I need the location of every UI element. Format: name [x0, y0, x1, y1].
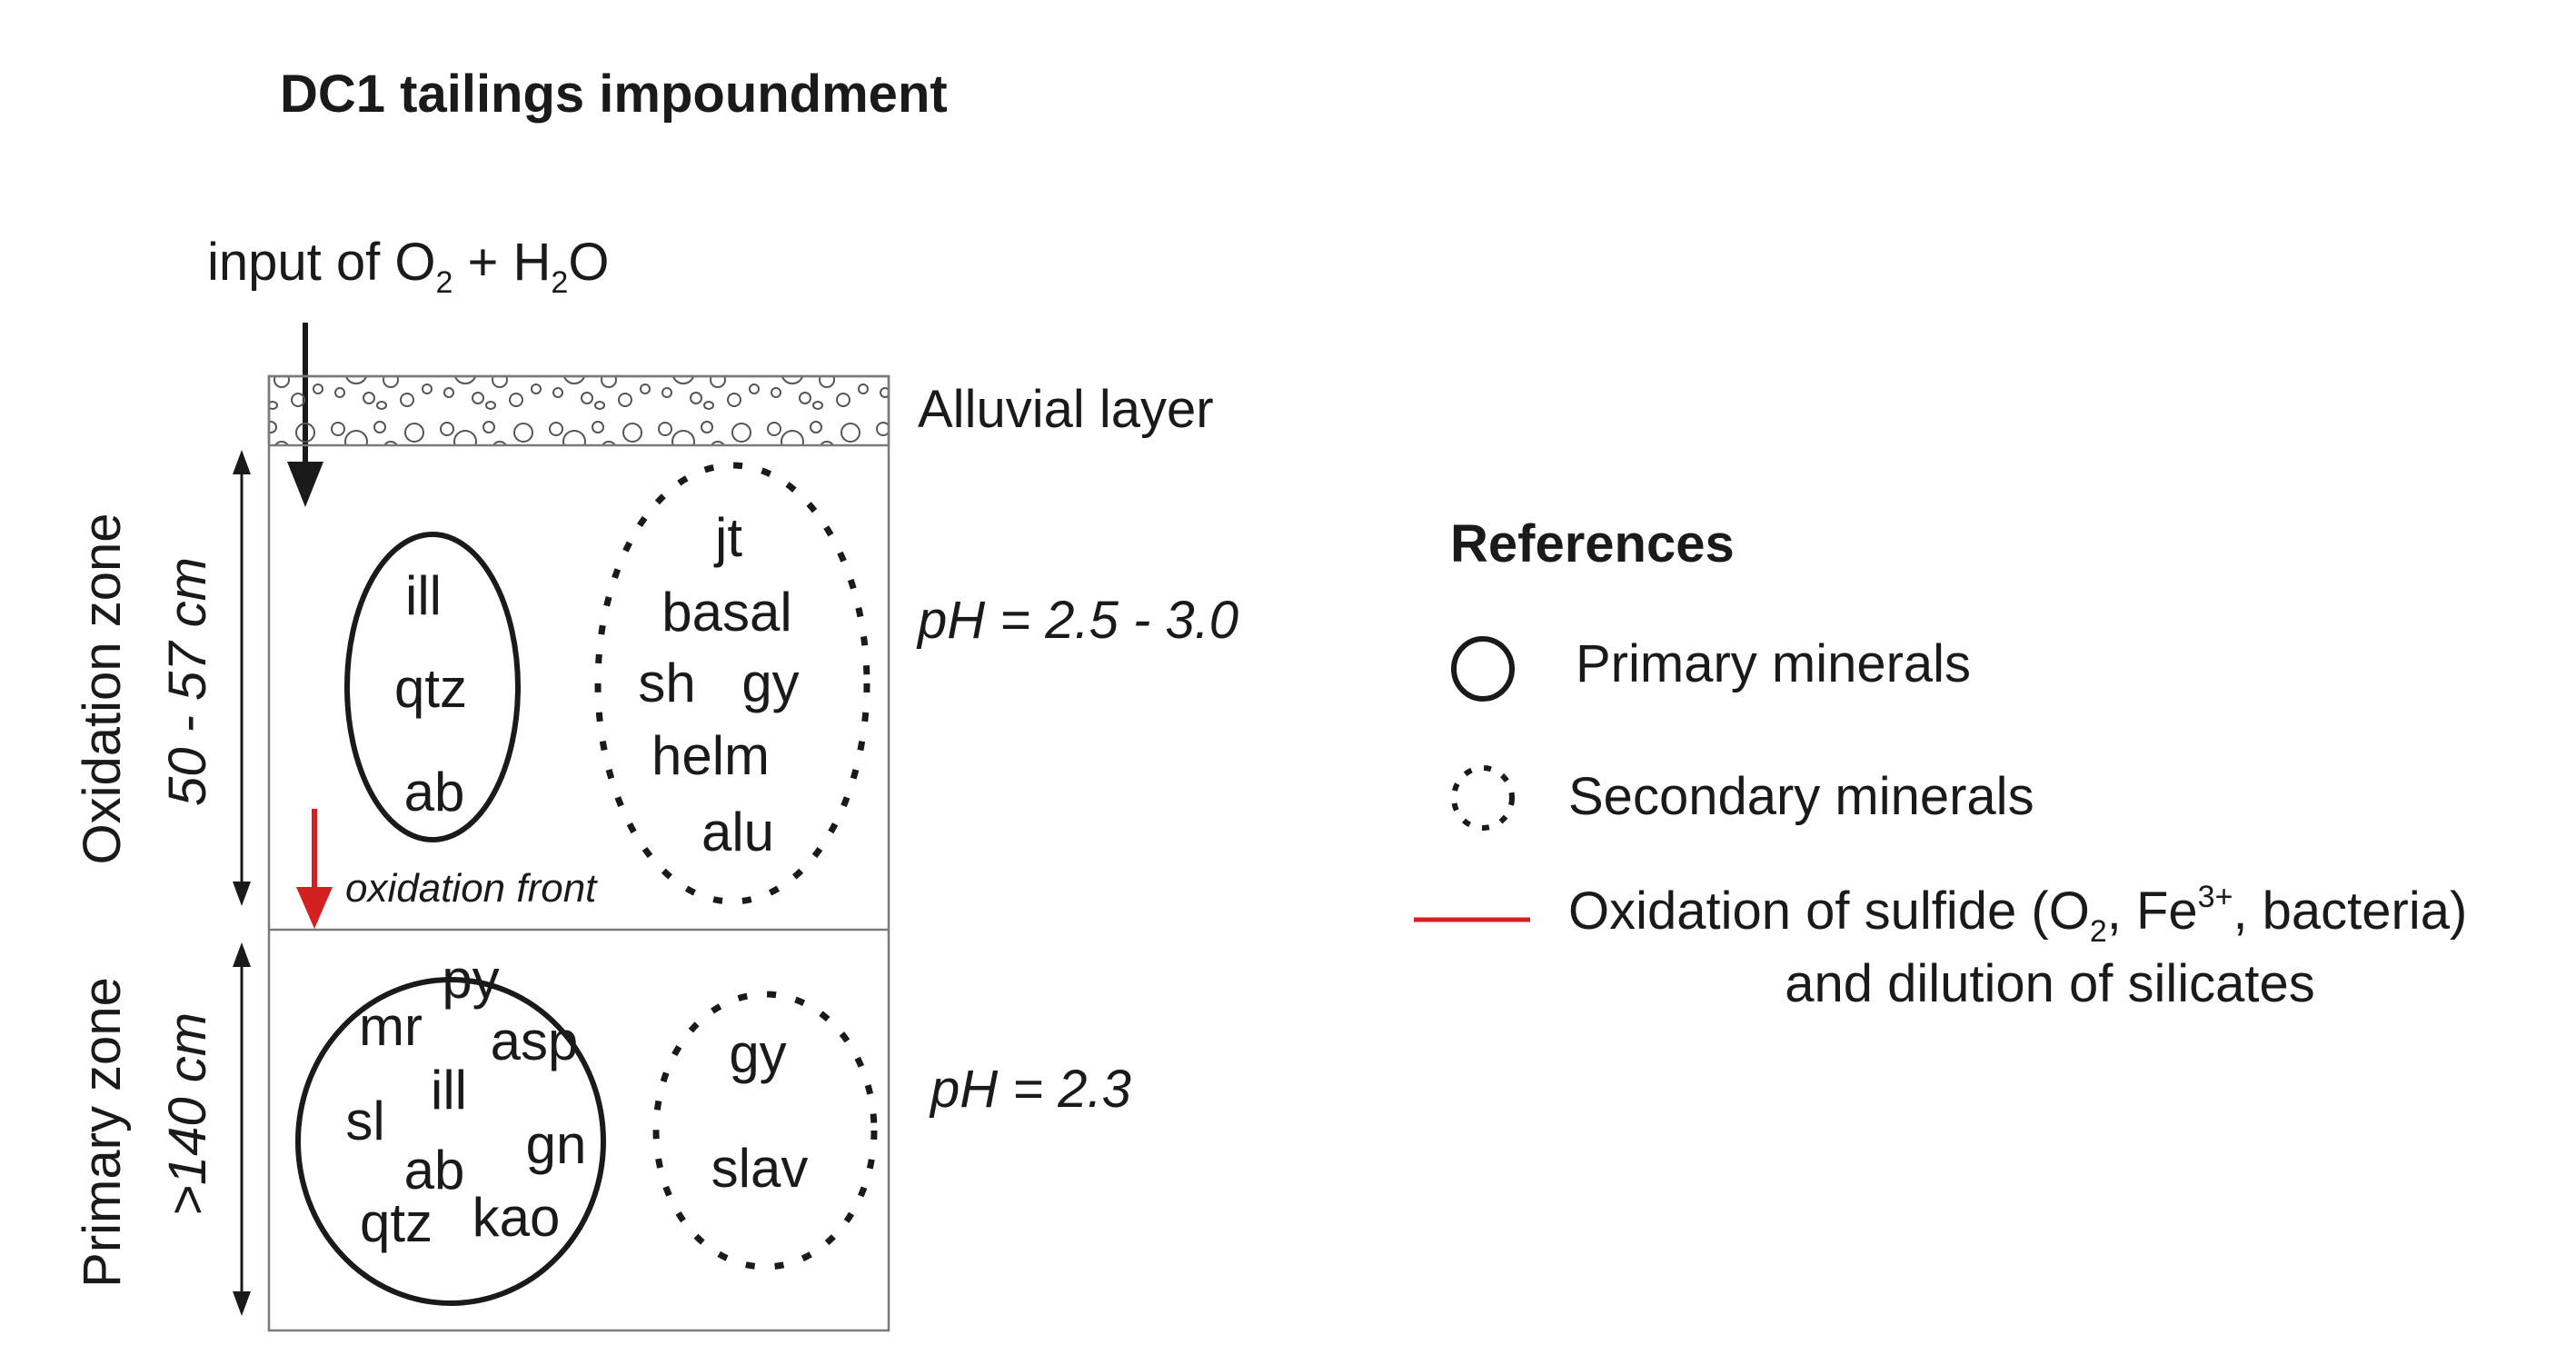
- mineral-basal: basal: [661, 582, 791, 643]
- mineral-asp: asp: [491, 1011, 579, 1071]
- oxidation-secondary-ellipse: [594, 462, 870, 905]
- primary-zone-depth: >140 cm: [158, 1012, 217, 1216]
- diagram-title: DC1 tailings impoundment: [280, 65, 948, 124]
- mineral-gy: gy: [741, 653, 799, 713]
- mineral-gy-primary: gy: [729, 1023, 786, 1084]
- mineral-kao: kao: [472, 1187, 561, 1248]
- oxidation-zone-depth: 50 - 57 cm: [158, 557, 217, 806]
- mineral-slav: slav: [711, 1138, 809, 1199]
- mineral-mr: mr: [359, 996, 423, 1057]
- primary-zone-label: Primary zone: [73, 977, 132, 1288]
- legend-primary-symbol: [1451, 636, 1515, 702]
- mineral-sh: sh: [638, 653, 695, 713]
- primary-primary-ellipse: [295, 977, 606, 1306]
- mineral-ab-primary: ab: [404, 1140, 465, 1201]
- primary-ph: pH = 2.3: [929, 1060, 1131, 1119]
- oxidation-depth-arrow-top: [233, 450, 251, 474]
- oxidation-ph: pH = 2.5 - 3.0: [916, 591, 1238, 650]
- alluvial-label: Alluvial layer: [918, 380, 1214, 439]
- oxidation-zone-label: Oxidation zone: [73, 513, 132, 865]
- input-label: input of O2 + H2O: [207, 233, 609, 300]
- mineral-qtz: qtz: [394, 658, 467, 719]
- input-arrow-head: [287, 462, 323, 507]
- alluvial-layer: [267, 374, 890, 447]
- legend-oxidation-label-2: and dilution of silicates: [1785, 954, 2315, 1013]
- primary-depth-arrow-top: [233, 942, 251, 967]
- mineral-alu: alu: [701, 802, 774, 862]
- mineral-sl: sl: [345, 1091, 384, 1151]
- mineral-helm: helm: [651, 725, 770, 786]
- oxidation-primary-ellipse: [344, 532, 521, 842]
- mineral-jt: jt: [713, 507, 742, 568]
- primary-secondary-ellipse: [652, 991, 878, 1270]
- mineral-gn: gn: [526, 1114, 587, 1175]
- mineral-qtz-primary: qtz: [360, 1192, 433, 1253]
- mineral-py: py: [442, 949, 499, 1010]
- legend-secondary-label: Secondary minerals: [1568, 767, 2034, 826]
- mineral-ill: ill: [405, 565, 442, 626]
- legend-secondary-symbol: [1451, 765, 1515, 831]
- mineral-ill-primary: ill: [431, 1060, 467, 1121]
- oxidation-depth-arrow-bottom: [233, 882, 251, 906]
- legend-oxidation-label: Oxidation of sulfide (O2, Fe3+, bacteria…: [1568, 880, 2467, 949]
- legend-primary-label: Primary minerals: [1576, 634, 1971, 693]
- oxidation-front-label: oxidation front: [345, 866, 598, 911]
- references-heading: References: [1450, 514, 1735, 573]
- oxidation-front-arrow-head: [296, 887, 333, 929]
- mineral-ab: ab: [404, 762, 465, 822]
- primary-depth-arrow-bottom: [233, 1291, 251, 1316]
